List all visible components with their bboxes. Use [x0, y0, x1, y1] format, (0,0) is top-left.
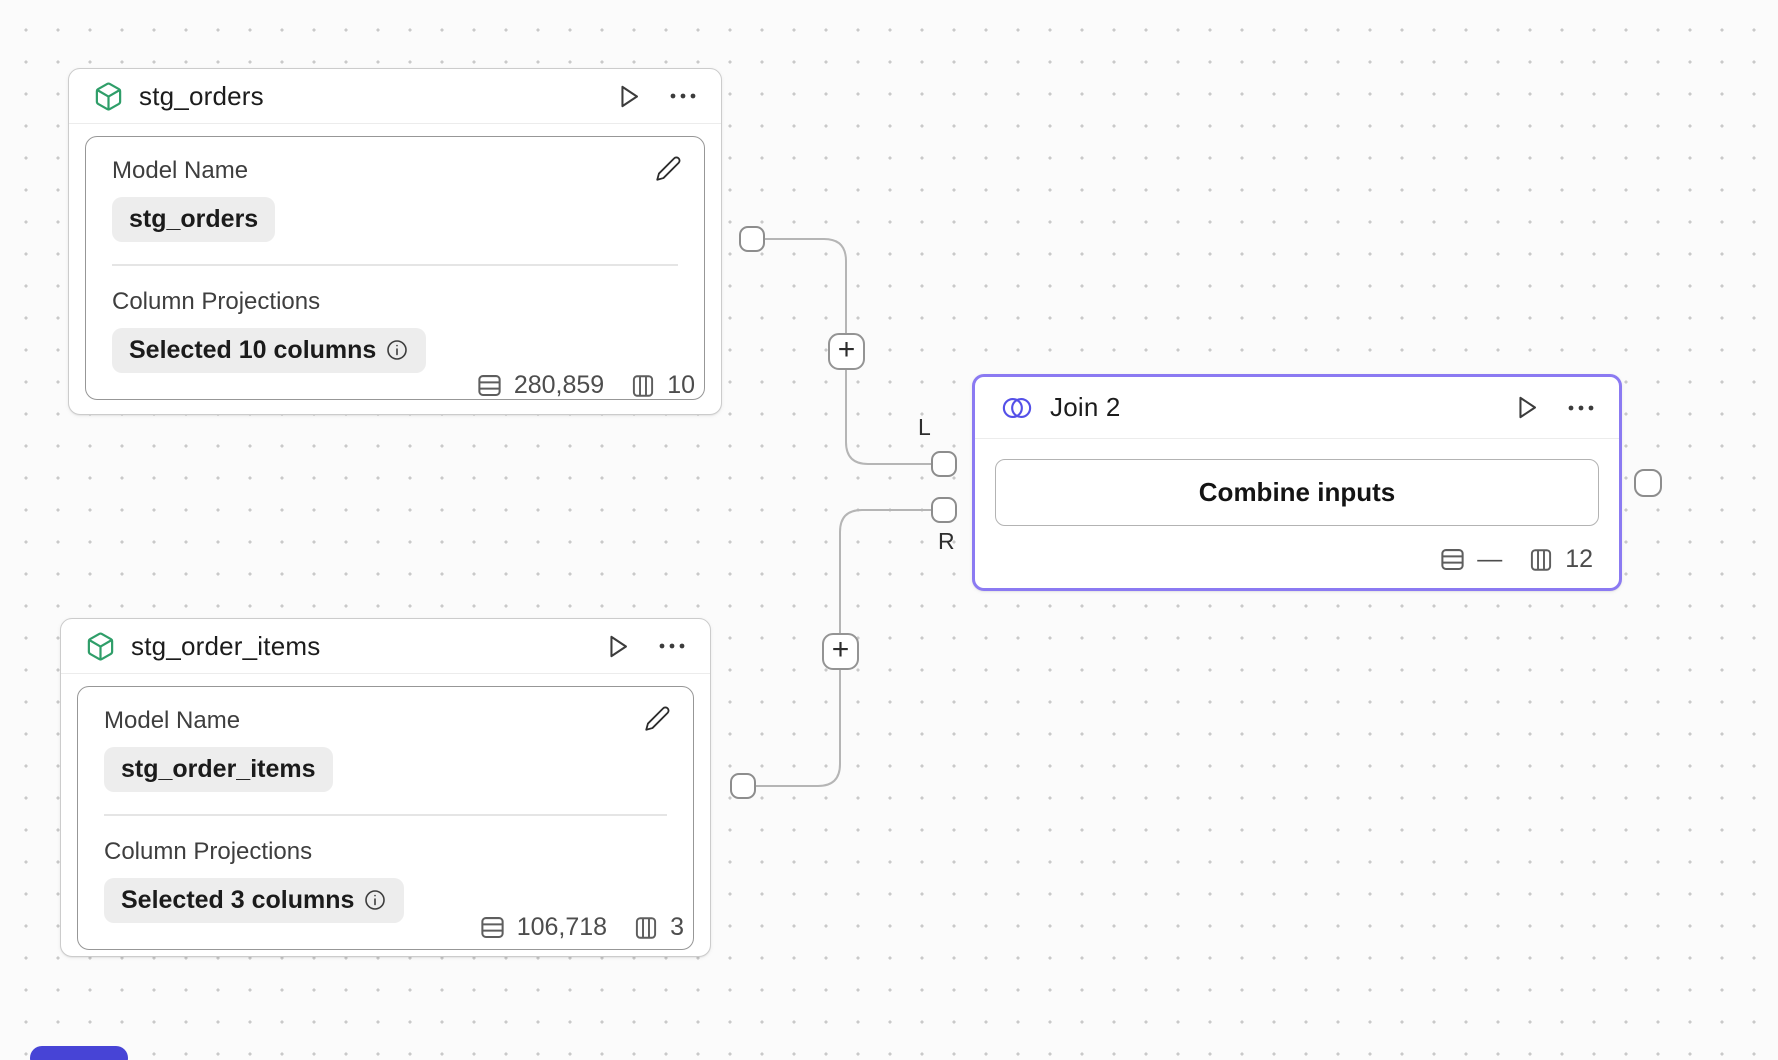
column-projections-chip[interactable]: Selected 3 columns	[104, 877, 405, 923]
ellipsis-icon	[658, 642, 686, 650]
field-label: Model Name	[104, 707, 241, 734]
model-name-field: Model Name stg_orders	[112, 157, 678, 242]
add-node-on-edge-button[interactable]: +	[828, 333, 865, 370]
rows-icon	[479, 914, 506, 941]
node-header: stg_orders	[69, 69, 721, 124]
column-count-stat: 10	[630, 371, 695, 400]
ellipsis-icon	[669, 92, 697, 100]
info-icon[interactable]	[385, 338, 409, 362]
field-label: Column Projections	[112, 287, 321, 315]
node-header: stg_order_items	[61, 619, 710, 674]
columns-icon	[630, 373, 656, 399]
node-header: Join 2	[975, 377, 1619, 439]
combine-inputs-button[interactable]: Combine inputs	[995, 459, 1599, 526]
node-menu-button[interactable]	[669, 92, 697, 100]
model-name-value: stg_orders	[129, 205, 259, 233]
play-icon	[1512, 393, 1541, 422]
run-node-button[interactable]	[603, 632, 632, 661]
plus-icon: +	[837, 333, 856, 366]
node-config-card: Model Name stg_order_items Column Projec…	[77, 686, 694, 950]
model-name-chip: stg_order_items	[104, 747, 333, 792]
row-count-value: —	[1477, 545, 1503, 573]
rows-icon	[476, 372, 503, 399]
column-projections-value: Selected 3 columns	[121, 885, 355, 914]
output-port-stg-orders[interactable]	[739, 226, 765, 252]
node-stats: 106,718 3	[479, 913, 684, 942]
divider	[104, 814, 667, 816]
bottom-left-partial-control[interactable]	[30, 1046, 128, 1060]
column-projections-chip[interactable]: Selected 10 columns	[112, 327, 427, 373]
rows-icon	[1439, 546, 1466, 573]
column-count-value: 10	[667, 371, 695, 399]
row-count-value: 280,859	[513, 371, 605, 399]
run-node-button[interactable]	[614, 82, 643, 111]
column-count-value: 12	[1565, 545, 1593, 573]
output-port-stg-order-items[interactable]	[730, 773, 756, 799]
node-config-card: Model Name stg_orders Column Projections…	[85, 136, 705, 400]
node-menu-button[interactable]	[658, 642, 686, 650]
column-projections-field: Column Projections Selected 3 columns	[104, 838, 667, 923]
edit-model-name-button[interactable]	[644, 705, 671, 732]
node-stats: 280,859 10	[476, 371, 695, 400]
columns-icon	[633, 915, 659, 941]
field-label: Model Name	[112, 157, 249, 184]
join-icon	[999, 395, 1035, 421]
model-name-field: Model Name stg_order_items	[104, 707, 667, 792]
node-stg-order-items[interactable]: stg_order_items	[60, 618, 711, 957]
info-icon[interactable]	[363, 888, 387, 912]
column-count-stat: 3	[633, 913, 684, 942]
input-port-join-left[interactable]	[931, 451, 957, 477]
node-stg-orders[interactable]: stg_orders	[68, 68, 722, 415]
row-count-stat: 106,718	[479, 913, 607, 942]
model-name-value: stg_order_items	[121, 755, 316, 783]
field-label: Column Projections	[104, 837, 313, 865]
box-icon	[85, 631, 116, 662]
node-title: stg_order_items	[131, 630, 321, 661]
output-port-join[interactable]	[1634, 469, 1662, 497]
node-join-2[interactable]: Join 2 Combine inputs	[972, 374, 1622, 591]
column-count-value: 3	[670, 913, 684, 941]
node-stats: — 12	[1439, 545, 1593, 574]
node-title: Join 2	[1050, 392, 1121, 422]
edit-model-name-button[interactable]	[655, 155, 682, 182]
join-left-input-label: L	[918, 414, 931, 440]
model-name-chip: stg_orders	[112, 197, 276, 242]
box-icon	[93, 81, 124, 112]
column-projections-value: Selected 10 columns	[129, 335, 377, 364]
play-icon	[603, 632, 632, 661]
row-count-stat: 280,859	[476, 371, 604, 400]
play-icon	[614, 82, 643, 111]
row-count-stat: —	[1439, 545, 1502, 574]
column-projections-field: Column Projections Selected 10 columns	[112, 288, 678, 373]
run-node-button[interactable]	[1512, 393, 1541, 422]
divider	[112, 264, 678, 266]
column-count-stat: 12	[1528, 545, 1593, 574]
pencil-icon	[655, 155, 682, 182]
node-menu-button[interactable]	[1567, 404, 1595, 412]
plus-icon: +	[831, 633, 850, 666]
row-count-value: 106,718	[516, 913, 608, 941]
node-title: stg_orders	[139, 80, 264, 111]
join-right-input-label: R	[938, 528, 955, 554]
input-port-join-right[interactable]	[931, 497, 957, 523]
pencil-icon	[644, 705, 671, 732]
add-node-on-edge-button[interactable]: +	[822, 633, 859, 670]
columns-icon	[1528, 547, 1554, 573]
ellipsis-icon	[1567, 404, 1595, 412]
